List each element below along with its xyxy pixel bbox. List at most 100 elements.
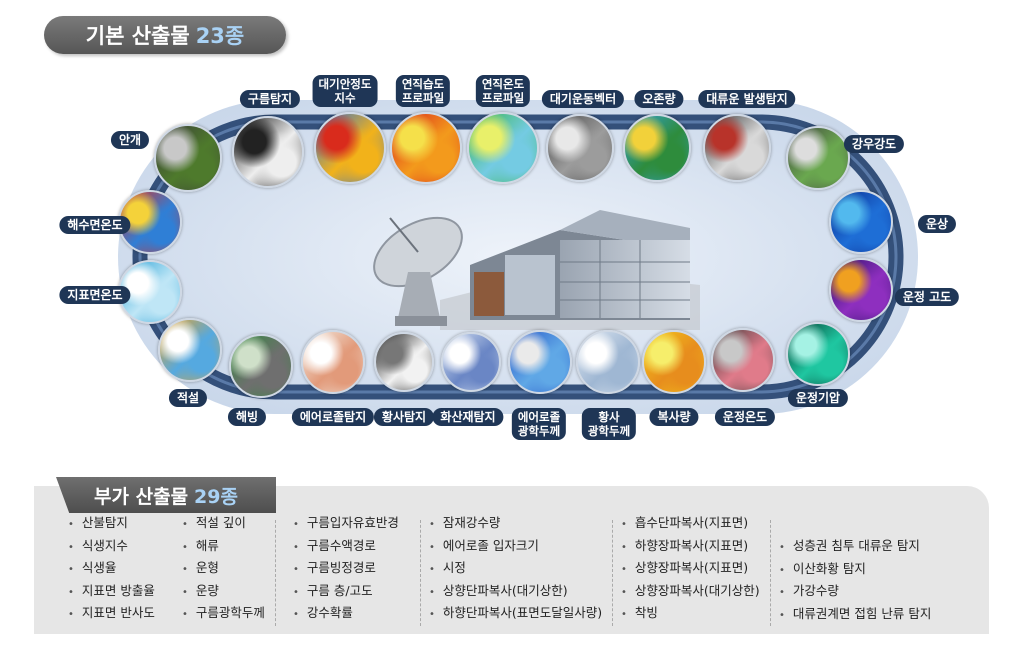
list-item: 흡수단파복사(지표면) (621, 512, 760, 535)
product-label-line: 화산재탐지 (440, 410, 496, 424)
list-item: 대류권계면 접힘 난류 탐지 (779, 603, 931, 626)
list-item: 이산화황 탐지 (779, 558, 931, 581)
sea-ice-image (229, 334, 293, 398)
product-label: 해수면온도 (59, 216, 131, 234)
cloud-phase-image (829, 190, 893, 254)
product-label-line: 운정 고도 (902, 290, 952, 304)
column-separator (420, 520, 421, 626)
list-item: 잠재강수량 (429, 512, 602, 535)
stability-index-image (314, 112, 386, 184)
list-item: 구름 층/고도 (293, 580, 399, 603)
list-item: 상향장파복사(지표면) (621, 557, 760, 580)
product-label-line: 프로파일 (481, 91, 525, 105)
additional-products-title: 부가 산출물 (94, 485, 189, 508)
list-item: 하향단파복사(표면도달일사량) (429, 602, 602, 625)
additional-products-count: 29종 (194, 485, 238, 508)
cloud-top-pressure-image (786, 322, 850, 386)
list-item: 식생지수 (68, 535, 155, 558)
product-label: 대류운 발생탐지 (698, 90, 796, 108)
product-label-line: 오존량 (642, 92, 676, 106)
product-label-line: 안개 (118, 133, 142, 147)
product-label-line: 대기안정도 (318, 77, 372, 91)
humidity-profile-image (390, 112, 462, 184)
basic-products-header: 기본 산출물 23종 (44, 16, 286, 54)
product-label-line: 지표면온도 (67, 288, 123, 302)
aerosol-detection-image (301, 330, 365, 394)
product-label-line: 황사탐지 (381, 410, 427, 424)
ground-station-illustration (373, 210, 700, 330)
product-label: 강우강도 (843, 135, 905, 153)
motion-vector-image (546, 114, 614, 182)
product-label-line: 광학두께 (517, 424, 561, 438)
list-item: 적설 깊이 (182, 512, 265, 535)
product-label: 운정 고도 (894, 288, 960, 306)
list-item: 강수확률 (293, 602, 399, 625)
list-item: 구름빙정경로 (293, 557, 399, 580)
radiation-image (642, 330, 706, 394)
temperature-profile-image (467, 112, 539, 184)
list-item: 해류 (182, 535, 265, 558)
list-item: 구름입자유효반경 (293, 512, 399, 535)
product-label-line: 해수면온도 (67, 218, 123, 232)
cloud-top-height-image (829, 258, 893, 322)
product-label-line: 연직습도 (401, 77, 445, 91)
list-item: 지표면 방출율 (68, 580, 155, 603)
list-item: 가강수량 (779, 580, 931, 603)
product-label: 황사탐지 (373, 408, 435, 426)
additional-products-header: 부가 산출물 29종 (56, 477, 276, 513)
product-label-line: 프로파일 (401, 91, 445, 105)
list-item: 성층권 침투 대류운 탐지 (779, 535, 931, 558)
ozone-image (623, 114, 691, 182)
product-label-line: 대류운 발생탐지 (706, 92, 788, 106)
product-label-line: 광학두께 (587, 424, 631, 438)
cloud-top-temp-image (711, 328, 775, 392)
list-item: 운량 (182, 580, 265, 603)
cloud-detection-image (232, 116, 304, 188)
aerosol-aod-image (508, 330, 572, 394)
list-item: 착빙 (621, 602, 760, 625)
product-label: 운정기압 (787, 389, 849, 407)
product-label-line: 대기운동벡터 (549, 92, 617, 106)
product-label: 적설 (168, 389, 208, 407)
product-label-line: 에어로졸 (517, 410, 561, 424)
product-label-line: 구름탐지 (247, 92, 293, 106)
product-label: 운정온도 (714, 408, 776, 426)
additional-products-column: 잠재강수량에어로졸 입자크기시정상향단파복사(대기상한)하향단파복사(표면도달일… (429, 512, 602, 625)
product-label-line: 운정기압 (795, 391, 841, 405)
list-item: 식생율 (68, 557, 155, 580)
fog-image (154, 124, 222, 192)
column-separator (612, 520, 613, 626)
product-label: 해빙 (227, 408, 267, 426)
list-item: 구름광학두께 (182, 602, 265, 625)
column-separator (275, 520, 276, 626)
product-label-line: 적설 (176, 391, 200, 405)
product-label: 에어로졸탐지 (291, 408, 375, 426)
list-item: 하향장파복사(지표면) (621, 535, 760, 558)
product-label-line: 황사 (598, 410, 620, 424)
additional-products-column: 구름입자유효반경구름수액경로구름빙정경로구름 층/고도강수확률 (293, 512, 399, 625)
product-label: 오존량 (634, 90, 684, 108)
product-label: 안개 (110, 131, 150, 149)
volcanic-ash-image (441, 332, 501, 392)
dust-aod-image (576, 330, 640, 394)
list-item: 운형 (182, 557, 265, 580)
product-label: 구름탐지 (239, 90, 301, 108)
product-label: 복사량 (649, 408, 699, 426)
product-label-line: 복사량 (657, 410, 691, 424)
list-item: 구름수액경로 (293, 535, 399, 558)
product-label-line: 연직온도 (481, 77, 525, 91)
list-item: 지표면 반사도 (68, 602, 155, 625)
product-label-line: 운상 (925, 217, 949, 231)
list-item: 산불탐지 (68, 512, 155, 535)
product-label-line: 지수 (334, 91, 356, 105)
convection-image (703, 114, 771, 182)
product-label: 지표면온도 (59, 286, 131, 304)
product-label-line: 에어로졸탐지 (299, 410, 367, 424)
basic-products-count: 23종 (195, 24, 245, 48)
rain-rate-image (786, 126, 850, 190)
additional-products-column: 성층권 침투 대류운 탐지이산화황 탐지가강수량대류권계면 접힘 난류 탐지 (779, 535, 931, 625)
list-item: 상향장파복사(대기상한) (621, 580, 760, 603)
